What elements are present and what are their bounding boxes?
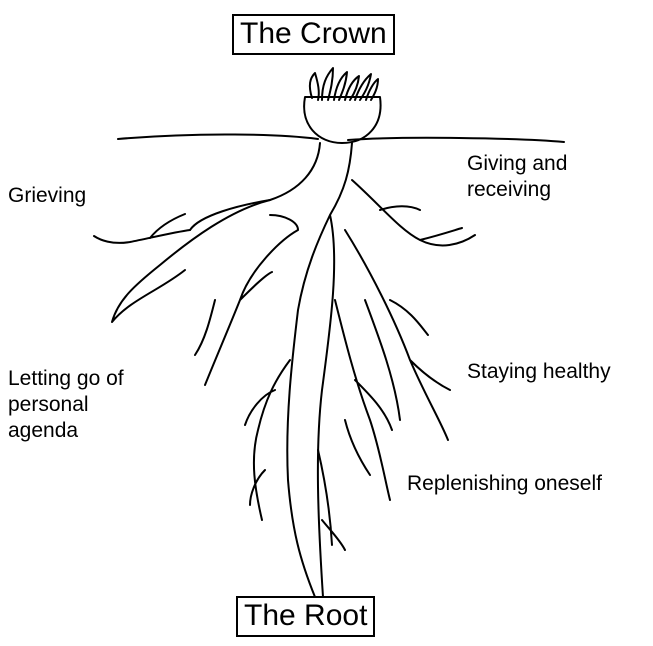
branch-letting-go [195,215,298,385]
label-replenishing-oneself: Replenishing oneself [407,471,602,497]
root-title: The Root [236,596,375,637]
label-letting-line2: personal [8,392,124,418]
branch-staying-healthy [345,230,450,440]
soil-line [118,134,564,142]
label-letting-line3: agenda [8,418,124,444]
crown-title: The Crown [232,14,395,55]
label-giving-and-receiving: Giving and receiving [467,151,567,203]
label-staying-healthy: Staying healthy [467,359,611,385]
label-giving-line1: Giving and [467,151,567,177]
label-grieving: Grieving [8,183,86,209]
label-giving-line2: receiving [467,177,567,203]
label-letting-line1: Letting go of [8,366,124,392]
label-grieving-text: Grieving [8,184,86,207]
branch-lower-left [245,360,290,520]
branch-replenishing [335,300,392,500]
branch-grieving [94,200,270,322]
label-letting-go: Letting go of personal agenda [8,366,124,444]
crown-leaves [310,68,378,100]
tap-root [190,143,352,597]
branch-lower-right [318,450,345,550]
branch-giving [352,180,475,245]
crown-bulb [304,97,380,143]
